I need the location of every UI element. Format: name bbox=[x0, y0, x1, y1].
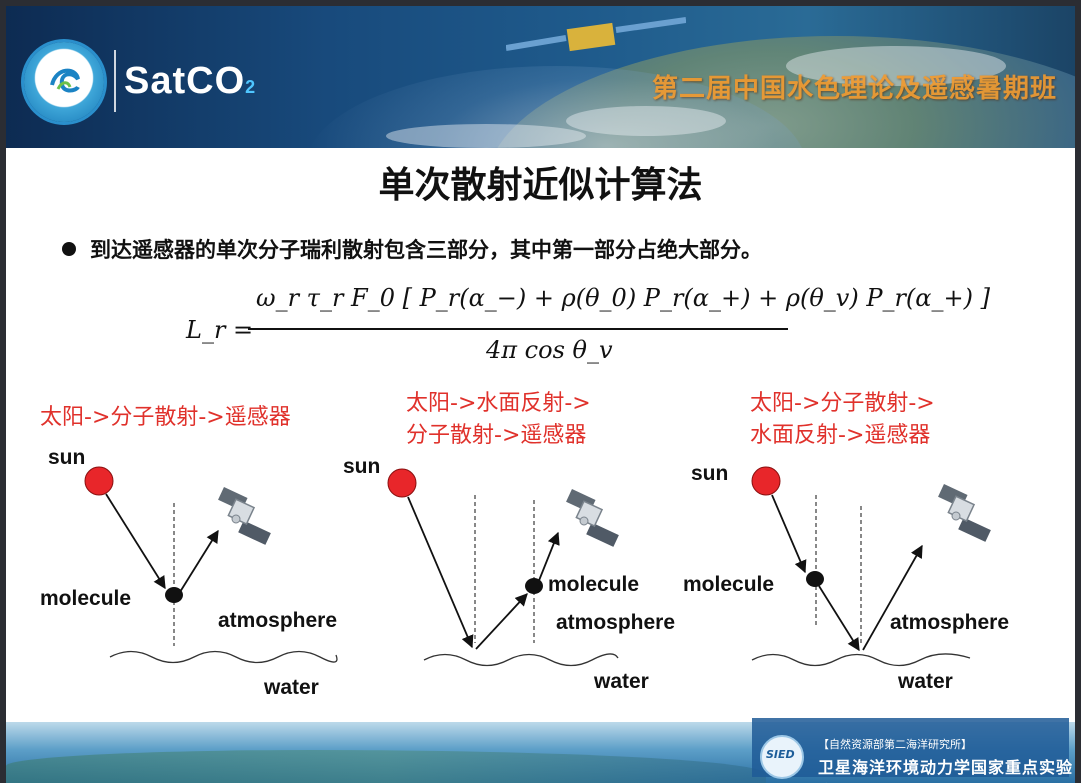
case-1-label: 太阳->分子散射->遥感器 bbox=[40, 405, 291, 430]
header-banner: SatCO2 第二届中国水色理论及遥感暑期班 bbox=[6, 6, 1075, 148]
sun-icon bbox=[84, 466, 114, 496]
diagram-3 bbox=[751, 466, 992, 667]
satellite-icon bbox=[565, 488, 620, 548]
molecule-dot bbox=[806, 571, 824, 587]
sun-label-3: sun bbox=[691, 462, 729, 485]
formula-lhs: L_r = bbox=[186, 316, 254, 344]
molecule-label-3: molecule bbox=[683, 573, 775, 596]
logo-wave-icon bbox=[50, 68, 80, 93]
formula-denominator: 4π cos θ_v bbox=[486, 336, 613, 364]
institute-panel bbox=[752, 718, 1069, 777]
water-label-3: water bbox=[898, 670, 953, 693]
bullet-point: 到达遥感器的单次分子瑞利散射包含三部分，其中第一部分占绝大部分。 bbox=[62, 234, 762, 264]
institute-name: 【自然资源部第二海洋研究所】 bbox=[818, 738, 972, 751]
molecule-label-2: molecule bbox=[548, 573, 640, 596]
satellite-icon bbox=[217, 486, 272, 546]
sun-icon bbox=[751, 466, 781, 496]
scattering-diagrams bbox=[84, 466, 992, 667]
satellite-icon bbox=[937, 483, 992, 543]
atmosphere-label-3: atmosphere bbox=[890, 611, 1010, 634]
lab-name: 卫星海洋环境动力学国家重点实验室 bbox=[818, 758, 1074, 783]
sun-icon bbox=[387, 468, 417, 498]
banner-title: 第二届中国水色理论及遥感暑期班 bbox=[651, 74, 1057, 104]
bullet-icon bbox=[62, 242, 76, 256]
molecule-dot bbox=[165, 587, 183, 603]
fraction-bar bbox=[248, 328, 788, 330]
molecule-dot bbox=[525, 578, 543, 594]
molecule-label-1: molecule bbox=[40, 587, 132, 610]
sun-label-1: sun bbox=[48, 446, 86, 469]
slide-title: 单次散射近似计算法 bbox=[378, 165, 703, 206]
institute-emblem-icon: SIED bbox=[760, 735, 804, 779]
diagram-1 bbox=[84, 466, 338, 664]
case-3-label: 太阳->分子散射-> 水面反射->遥感器 bbox=[750, 391, 935, 448]
formula-numerator: ω_r τ_r F_0 [ P_r(α_−) + ρ(θ_0) P_r(α_+)… bbox=[256, 284, 990, 312]
water-label-2: water bbox=[594, 670, 649, 693]
logo-text: SatCO2 bbox=[124, 60, 257, 102]
case-2-label: 太阳->水面反射-> 分子散射->遥感器 bbox=[406, 391, 591, 448]
water-label-1: water bbox=[264, 676, 319, 699]
satellite-banner-icon bbox=[506, 17, 686, 52]
sun-label-2: sun bbox=[343, 455, 381, 478]
slide: SatCO2 第二届中国水色理论及遥感暑期班 单次散射近似计算法 到达遥感器的单… bbox=[6, 6, 1075, 783]
bullet-text: 到达遥感器的单次分子瑞利散射包含三部分，其中第一部分占绝大部分。 bbox=[90, 238, 762, 262]
atmosphere-label-2: atmosphere bbox=[556, 611, 676, 634]
atmosphere-label-1: atmosphere bbox=[218, 609, 338, 632]
diagram-2 bbox=[387, 468, 620, 667]
